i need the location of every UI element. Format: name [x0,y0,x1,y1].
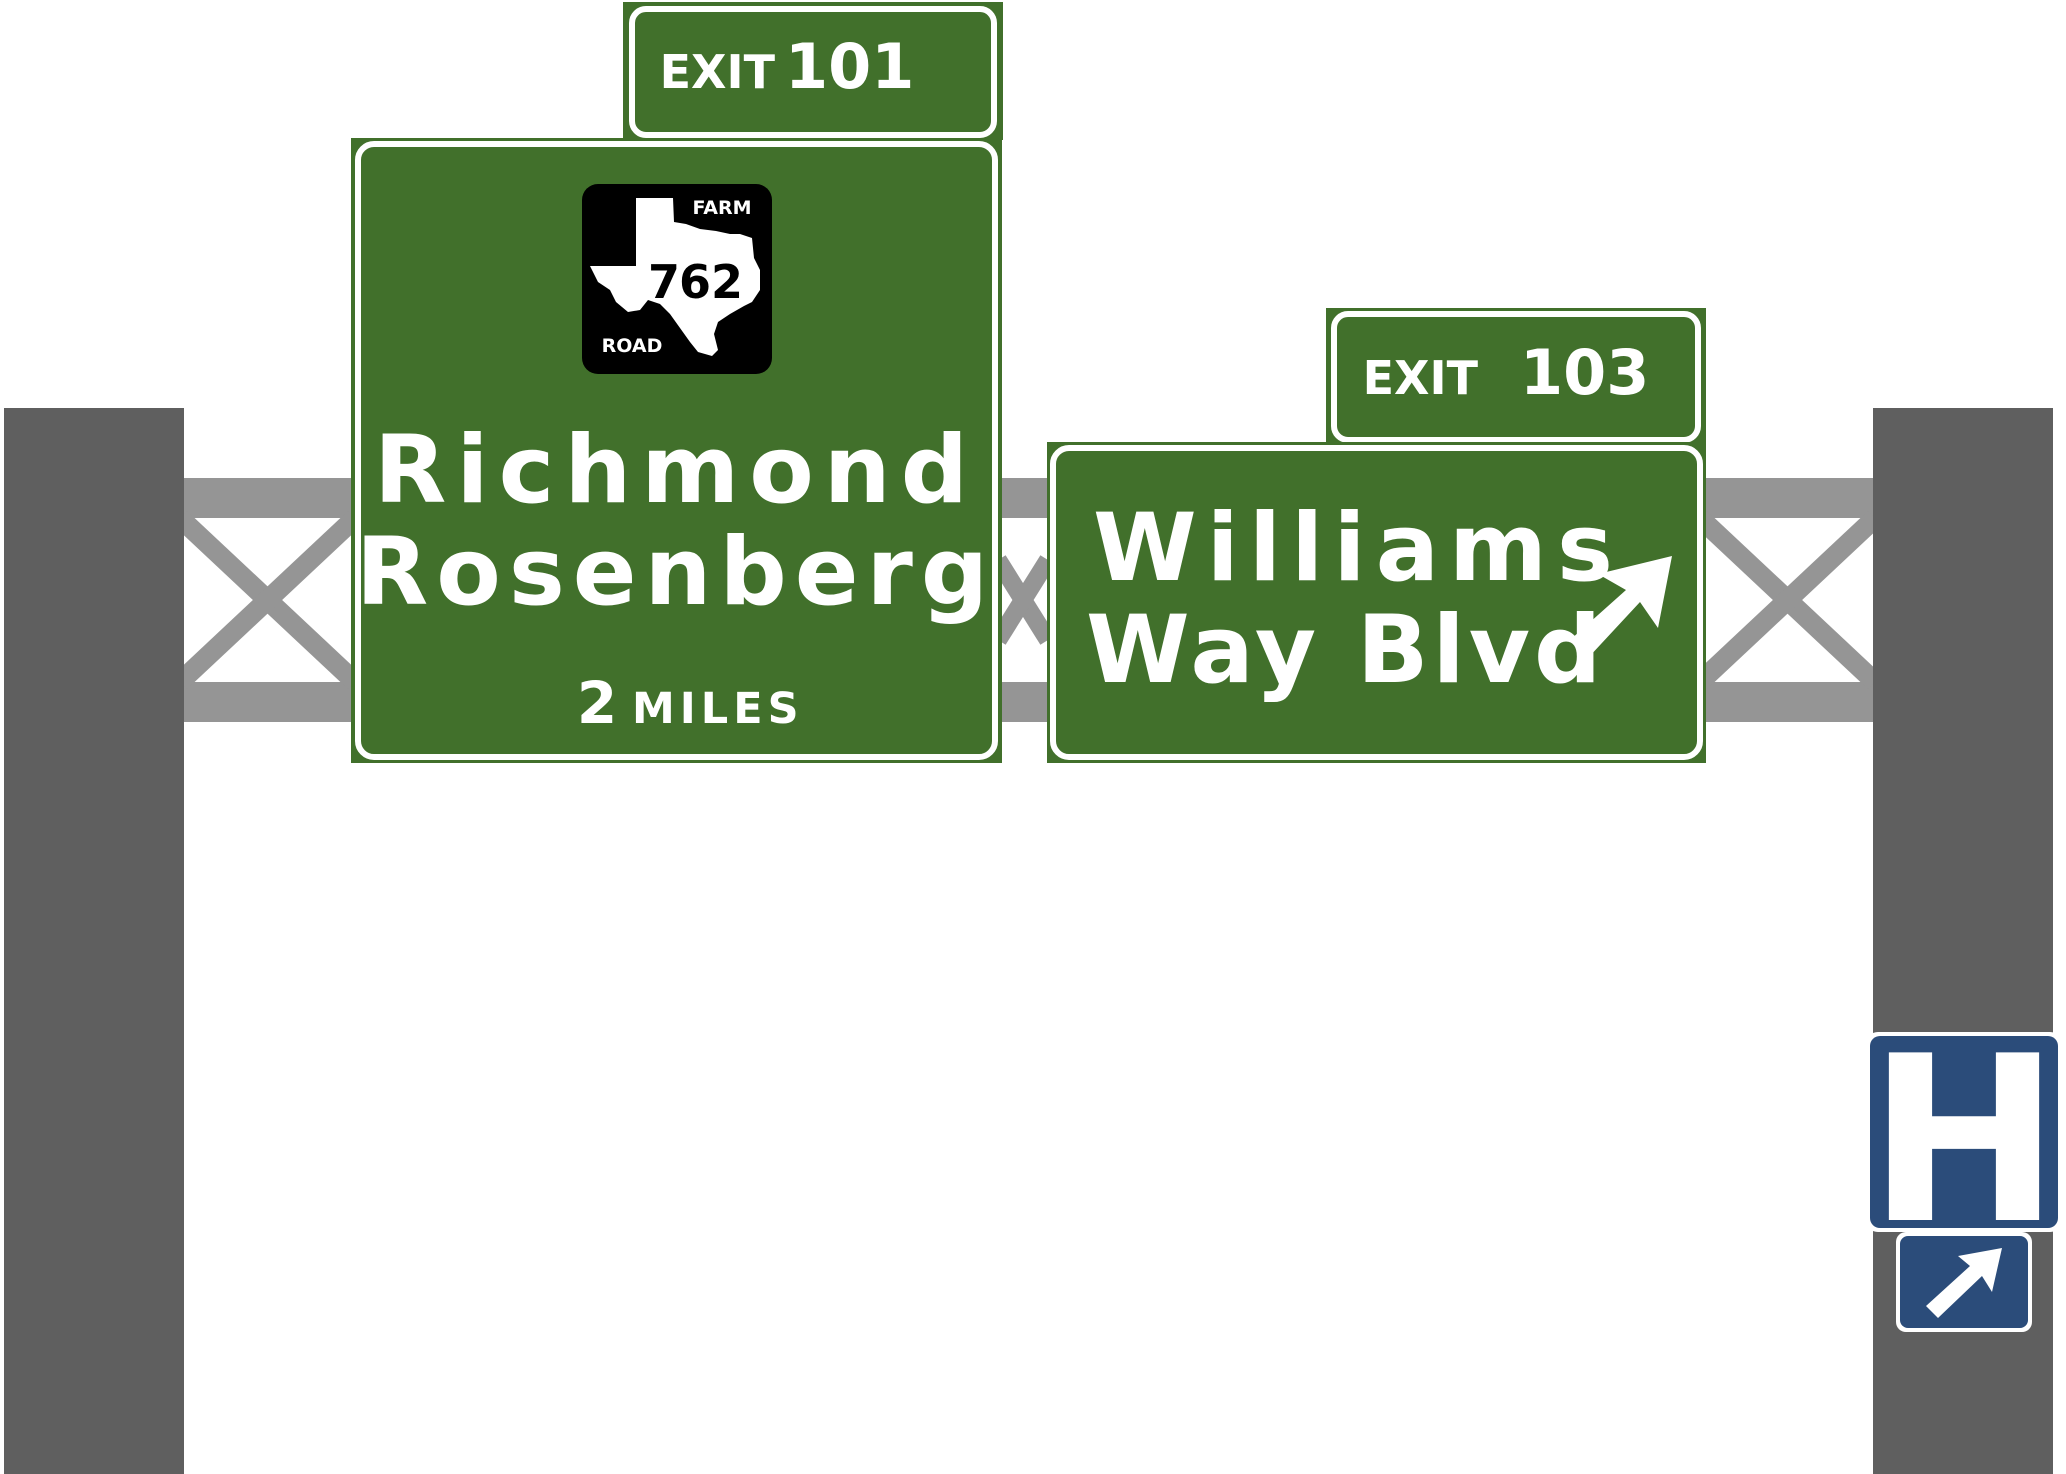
truss-brace [1693,510,1882,690]
exit-tab-101: EXIT 101 [623,2,1003,140]
exit-word: EXIT [1363,351,1479,405]
right-guide-sign: EXIT 103 Williams Way Blvd [1047,308,1706,763]
texas-outline-icon [590,198,760,356]
hospital-sign: H [1866,1008,2062,1275]
shield-bottom-word: ROAD [602,335,663,357]
destination-line-2: Rosenberg [356,518,996,627]
distance-unit: MILES [632,684,804,734]
destination-line-2: Way Blvd [1086,596,1605,705]
shield-top-word: FARM [692,197,751,219]
right-sign-border [1050,445,1703,760]
distance-number: 2 [577,669,617,737]
exit-tab-103: EXIT 103 [1326,308,1706,446]
destination-line-1: Richmond [374,416,978,525]
left-post [4,408,184,1474]
hospital-letter: H [1868,1008,2061,1275]
hospital-arrow-plaque [1896,1232,2032,1332]
exit-number: 101 [785,30,914,103]
truss-brace [990,555,1056,645]
destination-line-1: Williams [1093,494,1623,603]
arrow-up-right-icon [1570,556,1672,658]
truss-brace [173,510,362,690]
left-guide-sign: EXIT 101 FARM ROAD 7 62 Richmond Rosenbe… [351,2,1003,763]
exit-word: EXIT [660,45,776,99]
left-sign-border [355,141,998,760]
farm-road-shield: FARM ROAD 7 62 [582,184,772,374]
shield-number-b: 62 [679,255,743,309]
shield-number-a: 7 [648,255,680,309]
exit-number: 103 [1520,336,1649,409]
arrow-up-right-icon [1926,1248,2002,1318]
right-sign-panel [1047,442,1706,763]
